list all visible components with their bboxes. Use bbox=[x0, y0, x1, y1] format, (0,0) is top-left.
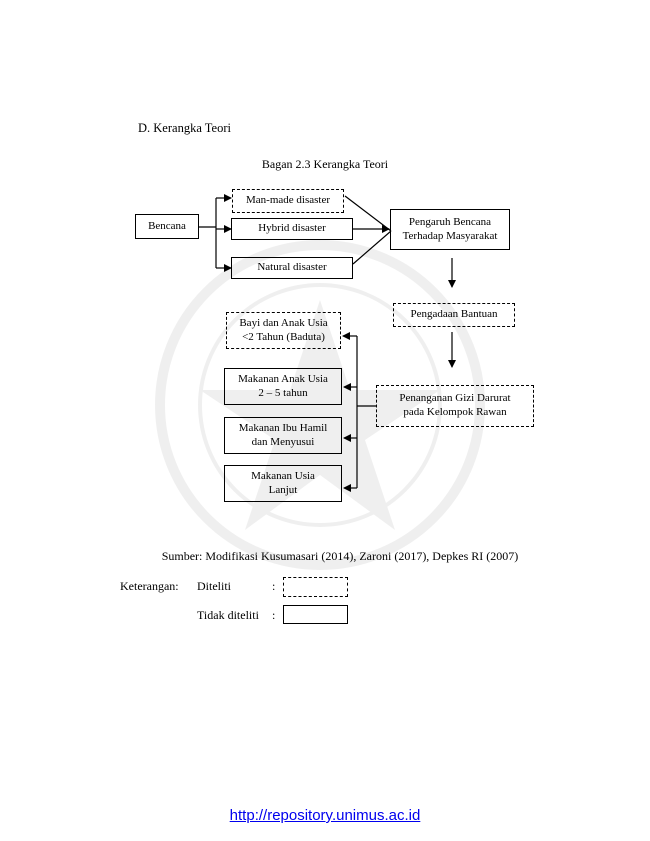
legend-diteliti-label: Diteliti bbox=[197, 579, 231, 593]
legend-solid-box bbox=[283, 605, 348, 624]
legend-dashed-box bbox=[283, 577, 348, 597]
node-hybrid-disaster: Hybrid disaster bbox=[231, 218, 353, 240]
node-man-made-disaster: Man-made disaster bbox=[232, 189, 344, 213]
node-bayi-baduta: Bayi dan Anak Usia <2 Tahun (Baduta) bbox=[226, 312, 341, 349]
node-natural-disaster: Natural disaster bbox=[231, 257, 353, 279]
university-seal-watermark bbox=[155, 240, 485, 570]
node-bencana: Bencana bbox=[135, 214, 199, 239]
node-penanganan-gizi: Penanganan Gizi Darurat pada Kelompok Ra… bbox=[376, 385, 534, 427]
node-pengaruh-bencana: Pengaruh Bencana Terhadap Masyarakat bbox=[390, 209, 510, 250]
node-pengadaan-bantuan: Pengadaan Bantuan bbox=[393, 303, 515, 327]
legend-colon-1: : bbox=[272, 579, 276, 593]
legend-title: Keterangan: bbox=[120, 579, 179, 593]
legend-tidak-diteliti-label: Tidak diteliti bbox=[197, 608, 259, 622]
repository-link[interactable]: http://repository.unimus.ac.id bbox=[229, 807, 421, 824]
node-makanan-usia-lanjut: Makanan Usia Lanjut bbox=[224, 465, 342, 502]
figure-source: Sumber: Modifikasi Kusumasari (2014), Za… bbox=[161, 549, 519, 563]
figure-caption: Bagan 2.3 Kerangka Teori bbox=[261, 157, 389, 171]
section-heading: D. Kerangka Teori bbox=[138, 121, 231, 135]
node-makanan-ibu-hamil: Makanan Ibu Hamil dan Menyusui bbox=[224, 417, 342, 454]
node-makanan-anak: Makanan Anak Usia 2 – 5 tahun bbox=[224, 368, 342, 405]
legend-colon-2: : bbox=[272, 608, 276, 622]
